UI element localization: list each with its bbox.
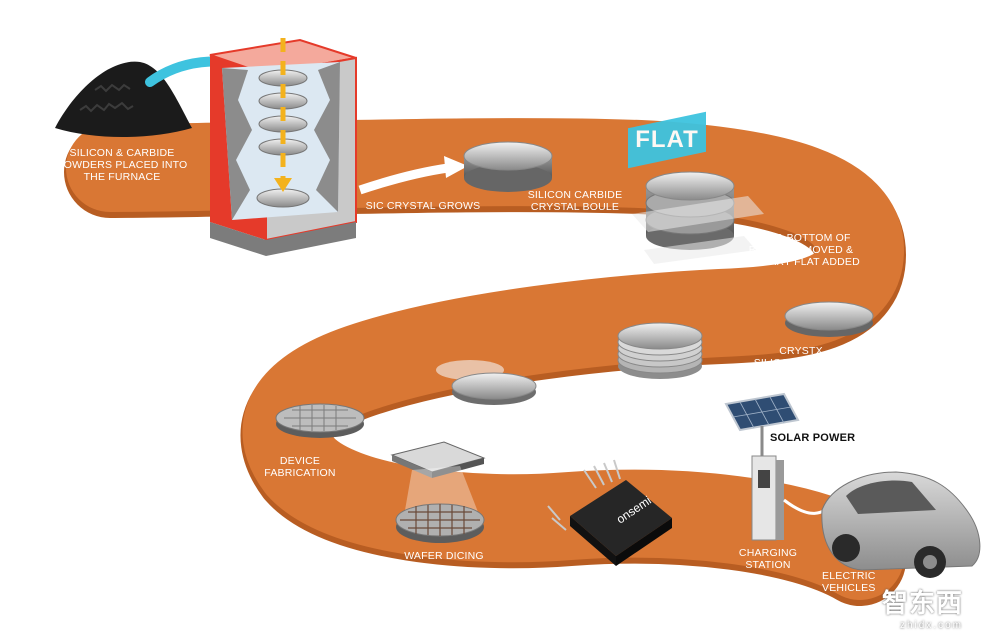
fab-grid (284, 405, 356, 431)
furnace-base (210, 222, 356, 256)
device-package: onsemi (547, 459, 672, 566)
car-wheel-rear (832, 534, 860, 562)
furnace (209, 38, 357, 256)
boule-stack (632, 171, 764, 264)
path-top (66, 118, 904, 600)
epi-top (451, 372, 537, 400)
dicing-illustration (390, 441, 486, 543)
transfer-arrow (358, 163, 449, 195)
boule-bottom (464, 164, 552, 192)
car-windshield (846, 480, 936, 514)
powder-texture (79, 101, 134, 113)
transfer-arrow-head (444, 156, 468, 178)
charging-station (751, 455, 838, 541)
charger-screen (758, 470, 770, 488)
label-crystx: CRYSTX SILICON CARBIDE (753, 345, 849, 369)
label-device-packaging: DEVICE PACKAGING (571, 575, 679, 587)
label-crystal-grows: SIC CRYSTAL GROWS IN HIGH TEMPERATURE FU… (360, 200, 486, 236)
heat-arrow-head (274, 178, 292, 192)
watermark-site: zhidx.com (900, 620, 964, 631)
electric-vehicle (821, 471, 981, 578)
package-leads (547, 459, 621, 531)
label-device-fabrication: DEVICE FABRICATION (264, 455, 336, 479)
glass-slice (644, 236, 756, 264)
car-hub (923, 555, 937, 569)
wafer-stack (617, 322, 703, 379)
die-chip-side-2 (432, 458, 484, 478)
epitaxy-wafer (436, 360, 537, 405)
label-charging-station: CHARGING STATION (738, 547, 798, 571)
label-powders: SILICON & CARBIDE POWDERS PLACED INTO TH… (56, 147, 188, 183)
crystx-top (784, 301, 874, 331)
label-epitaxy: EPITAXY (477, 416, 523, 428)
charger-body (751, 455, 777, 541)
label-flat-added: TOP & BOTTOM OF BOULE REMOVED & PRIMARY … (742, 232, 860, 268)
flat-sign-text: FLAT (635, 126, 699, 153)
flat-sign: FLAT (628, 111, 706, 169)
label-boule-emerges: SILICON CARBIDE CRYSTAL BOULE EMERGES (527, 189, 623, 225)
furnace-crack-right (314, 62, 340, 212)
crystal-boule (463, 141, 553, 192)
package-side (570, 516, 616, 566)
boule-top (463, 141, 553, 171)
package-top (570, 480, 672, 556)
label-wafer-slicing: WAFER SLICING (618, 392, 704, 404)
crystx-wafer (784, 301, 874, 337)
charger-side (776, 460, 784, 540)
process-path (64, 118, 906, 606)
powder-texture-2 (94, 83, 131, 93)
label-solar-power: SOLAR POWER (770, 432, 856, 444)
wafer-top (617, 322, 703, 350)
solar-panel (724, 392, 800, 462)
furnace-crack-left (222, 68, 252, 220)
solar-grid (732, 396, 792, 429)
glass-slice (632, 196, 764, 232)
stack-top (645, 171, 735, 201)
fab-wafer (275, 403, 365, 438)
projection-beam (404, 466, 478, 516)
die-chip-side (392, 455, 432, 478)
dicing-grid (400, 504, 480, 536)
label-electric-vehicles: ELECTRIC VEHICLES (822, 570, 876, 594)
watermark-brand: 智东西 (882, 588, 964, 618)
label-wafer-dicing: WAFER DICING (404, 550, 484, 562)
package-side-2 (616, 518, 672, 566)
